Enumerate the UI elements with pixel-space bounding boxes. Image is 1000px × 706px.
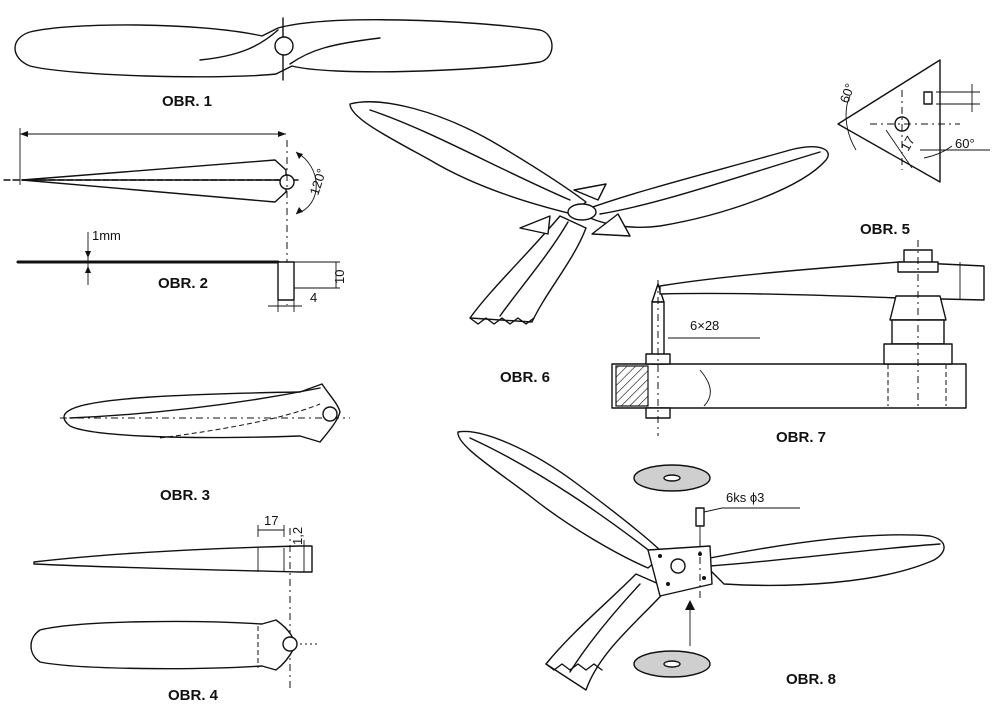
- figure-2-label: OBR. 2: [158, 275, 208, 292]
- figure-2-height-label: 10: [332, 270, 347, 284]
- figure-6-label: OBR. 6: [500, 369, 550, 386]
- figure-4-blade-views: 17 1,2 OBR. 4: [30, 513, 318, 704]
- figure-1-propeller-top-view: OBR. 1: [14, 17, 553, 110]
- figure-7-screw-label: 6×28: [690, 318, 719, 333]
- figure-2-width-label: 4: [310, 290, 317, 305]
- figure-4-thickness-label: 1,2: [290, 527, 305, 545]
- figure-3-label: OBR. 3: [160, 487, 210, 504]
- figure-4-length-label: 17: [264, 513, 278, 528]
- figure-4-label: OBR. 4: [168, 687, 219, 704]
- figure-5-hub-plate: 60° 60° 17 OBR. 5: [837, 59, 990, 238]
- figure-8-label: OBR. 8: [786, 671, 836, 688]
- figure-5-angle-right: 60°: [955, 136, 975, 151]
- figure-7-assembly: 6×28 OBR. 7: [611, 240, 985, 446]
- figure-8-rivets-label: 6ks ϕ3: [726, 490, 764, 505]
- figure-8-exploded-assembly: 6ks ϕ3 OBR. 8: [457, 430, 945, 691]
- figure-2-blade-blank: 120° 1mm 10 4 OBR. 2: [3, 128, 347, 312]
- figure-1-label: OBR. 1: [162, 93, 212, 110]
- figure-6-three-blade-propeller: OBR. 6: [349, 101, 829, 386]
- figure-5-label: OBR. 5: [860, 221, 910, 238]
- figure-5-angle-left: 60°: [837, 81, 858, 105]
- figure-3-shaped-blade: OBR. 3: [60, 383, 350, 504]
- figure-2-angle-label: 120°: [307, 167, 330, 197]
- figure-2-thickness-label: 1mm: [92, 228, 121, 243]
- figure-7-label: OBR. 7: [776, 429, 826, 446]
- figure-5-dim: 17: [898, 133, 918, 153]
